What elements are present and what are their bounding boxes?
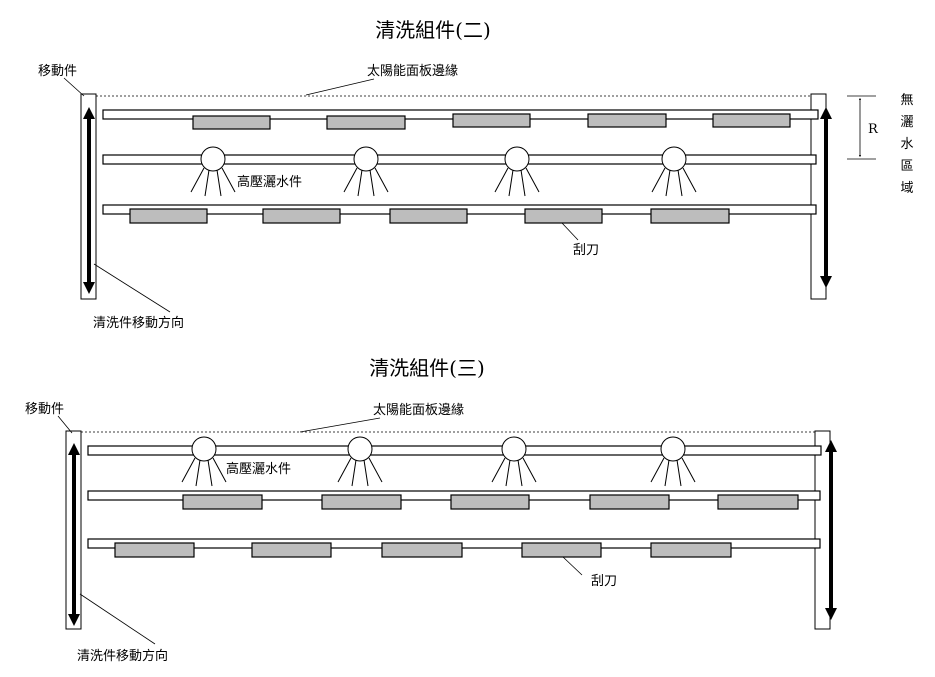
no-spray-zone-char: 域 [900, 181, 913, 196]
panel-3-spray-label: 高壓灑水件 [226, 461, 291, 477]
panel-2: 清洗組件(二) [38, 18, 914, 331]
panel-2-dimension-label: R [868, 122, 879, 137]
panel-3-bottom-blade [251, 542, 332, 558]
panel-3: 清洗組件(三) [25, 356, 837, 664]
panel-3-spray-nozzle [337, 436, 383, 487]
no-spray-zone-char: 灑 [900, 115, 913, 130]
panel-3-bottom-blade [521, 542, 602, 558]
panel-2-title: 清洗組件(二) [375, 18, 491, 42]
panel-3-middle-blade [321, 494, 402, 510]
panel-2-spray-bar [102, 154, 817, 165]
panel-3-bottom-blade [650, 542, 732, 558]
panel-2-bottom-blade [524, 208, 603, 224]
panel-2-bottom-blade [389, 208, 468, 224]
panel-2-spray-nozzle [190, 146, 236, 197]
panel-3-bottom-blade [381, 542, 463, 558]
panel-3-middle-blade [589, 494, 670, 510]
panel-2-spray-nozzle [651, 146, 697, 197]
panel-3-scraper-label: 刮刀 [591, 574, 617, 589]
panel-2-top-blade [192, 115, 271, 130]
panel-2-panel-edge-leader [305, 78, 375, 96]
panel-2-bottom-blade [129, 208, 208, 224]
panel-2-direction-label: 清洗件移動方向 [93, 315, 184, 331]
panel-3-direction-leader [79, 593, 156, 645]
panel-3-title: 清洗組件(三) [369, 356, 485, 380]
panel-2-spray-nozzle [494, 146, 540, 197]
panel-3-middle-blade [717, 494, 799, 510]
panel-3-scraper-leader [562, 556, 583, 576]
panel-3-mover-leader [57, 415, 73, 434]
no-spray-zone-char: 無 [900, 93, 913, 108]
no-spray-zone-char: 區 [900, 159, 913, 174]
panel-3-bottom-blade [114, 542, 195, 558]
panel-3-spray-bar [87, 445, 822, 456]
panel-3-spray-nozzle [491, 436, 537, 487]
panel-2-mover-leader [63, 77, 85, 97]
panel-2-top-blade [452, 113, 531, 128]
panel-3-spray-nozzle [650, 436, 696, 487]
panel-3-mover-label: 移動件 [25, 402, 64, 417]
panel-3-right-mover-post [814, 430, 831, 630]
panel-2-bottom-blade [650, 208, 730, 224]
panel-2-top-blade [326, 115, 406, 130]
panel-3-middle-blade [450, 494, 530, 510]
panel-2-scraper-leader [561, 222, 579, 241]
panel-2-scraper-label: 刮刀 [573, 243, 599, 258]
panel-2-panel-edge-label: 太陽能面板邊緣 [367, 64, 458, 79]
panel-3-spray-nozzle [181, 436, 227, 487]
panel-2-top-blade [712, 113, 791, 128]
panel-2-mover-label: 移動件 [38, 64, 77, 79]
panel-2-right-mover-post [810, 93, 827, 300]
panel-3-middle-blade [182, 494, 263, 510]
panel-2-direction-leader [93, 263, 171, 313]
panel-3-panel-edge-leader [299, 417, 381, 433]
panel-2-spray-nozzle [343, 146, 389, 197]
panel-3-direction-label: 清洗件移動方向 [77, 648, 168, 664]
no-spray-zone-char: 水 [900, 137, 913, 152]
panel-2-spray-label: 高壓灑水件 [237, 174, 302, 190]
panel-2-bottom-blade [262, 208, 341, 224]
panel-3-panel-edge-label: 太陽能面板邊緣 [373, 403, 464, 418]
panel-2-top-blade [587, 113, 667, 128]
panel-2-no-spray-zone-label: 無 灑 水 區 域 [900, 93, 913, 196]
